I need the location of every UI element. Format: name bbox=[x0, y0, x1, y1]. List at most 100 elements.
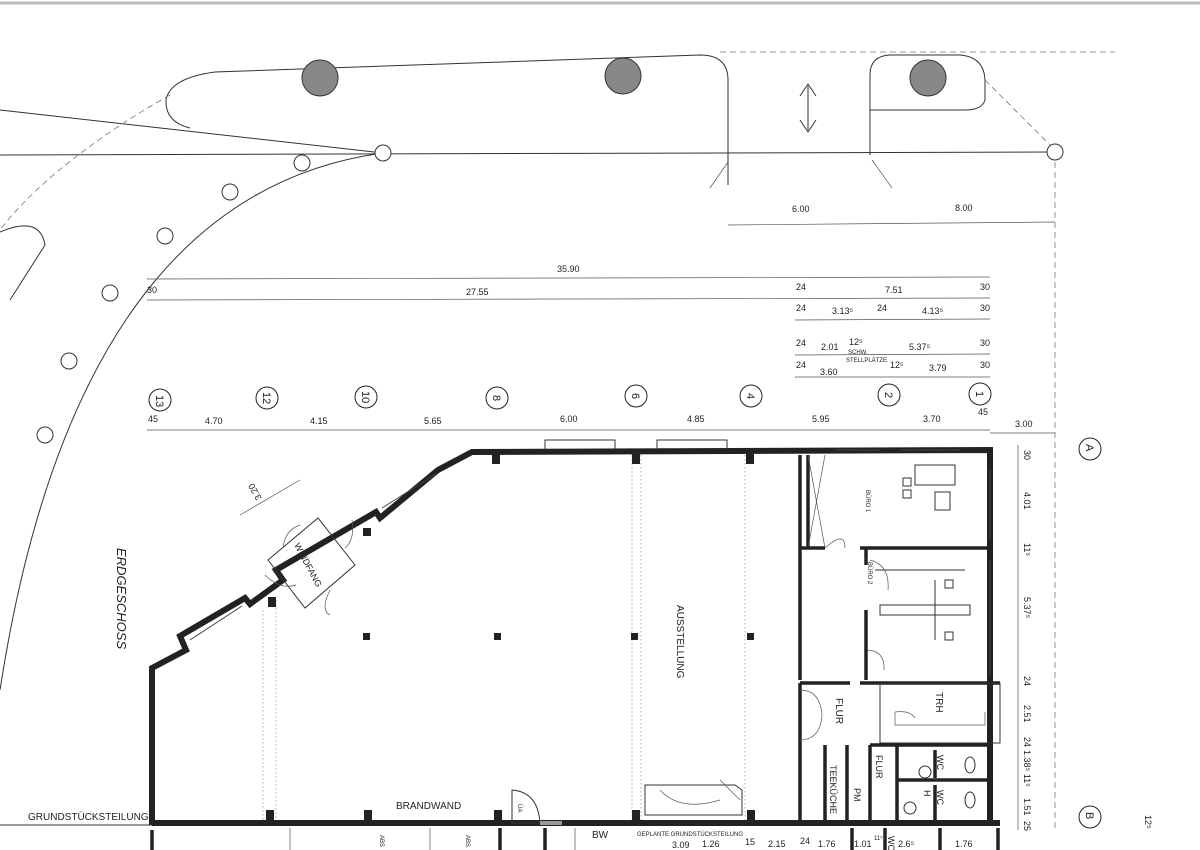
dim-text: 12⁵ bbox=[849, 337, 863, 347]
abs-label: ABS bbox=[378, 835, 384, 847]
bw-label: BW bbox=[592, 830, 609, 841]
dim-text: 24 bbox=[796, 303, 806, 313]
dim-text: 3.13⁵ bbox=[832, 306, 854, 316]
room-label-wc: WC bbox=[935, 755, 945, 770]
axis-marker-13: 13 bbox=[148, 388, 172, 412]
dim-text: 3.20 bbox=[246, 482, 263, 502]
dim-text: 35.90 bbox=[557, 264, 580, 274]
dim-text: 11⁵ bbox=[1022, 543, 1032, 556]
axis-marker-4: 4 bbox=[739, 384, 763, 408]
dim-text: 2.15 bbox=[768, 839, 786, 849]
tree-icon bbox=[909, 59, 947, 97]
firewall-label: BRANDWAND bbox=[396, 801, 461, 812]
dim-text: 3.00 bbox=[1015, 419, 1033, 429]
dim-text: 5.37⁵ bbox=[909, 342, 931, 352]
dim-text: 11⁵ bbox=[874, 835, 883, 842]
svg-text:12: 12 bbox=[260, 392, 272, 404]
parking-island-right bbox=[869, 54, 986, 155]
dim-text: 4.70 bbox=[205, 416, 223, 426]
svg-text:2: 2 bbox=[882, 392, 894, 398]
room-label-kitchenette: TEEKÜCHE bbox=[828, 765, 838, 814]
room-label-office1: BÜRO 1 bbox=[864, 490, 871, 513]
parking-island-left bbox=[165, 54, 729, 185]
tree-icon bbox=[301, 59, 339, 97]
double-arrow-icon bbox=[799, 83, 817, 133]
axis-marker-a: A bbox=[1078, 437, 1102, 461]
axis-marker-2: 2 bbox=[877, 383, 901, 407]
dim-text: 5.65 bbox=[424, 416, 442, 426]
dim-text: 30 bbox=[980, 303, 990, 313]
dim-text: 12⁵ bbox=[1143, 815, 1153, 829]
dim-text: 24 bbox=[877, 303, 887, 313]
labels: ERDGESCHOSS AUSSTELLUNG BÜRO 1 BÜRO 2 FL… bbox=[28, 490, 973, 850]
dim-text: 8.00 bbox=[955, 203, 973, 213]
dim-text: 45 bbox=[978, 407, 988, 417]
planned-division-label: GEPLANTE GRUNDSTÜCKSTEILUNG bbox=[637, 831, 743, 838]
dim-text: 2.6⁵ bbox=[898, 839, 915, 849]
dim-text: 1.76 bbox=[955, 839, 973, 849]
dim-text: 2.01 bbox=[821, 342, 839, 352]
parking-area bbox=[0, 51, 1115, 830]
tree-icon bbox=[604, 57, 642, 95]
dim-text: 1.01 bbox=[854, 839, 872, 849]
axis-marker-b: B bbox=[1078, 805, 1102, 829]
svg-text:6: 6 bbox=[629, 393, 641, 399]
dim-text: 1.76 bbox=[818, 839, 836, 849]
axis-marker-12: 12 bbox=[255, 386, 279, 410]
room-label-office2: BÜRO 2 bbox=[866, 562, 873, 585]
dim-text: 24 bbox=[796, 360, 806, 370]
abs-label: ABS bbox=[464, 835, 470, 847]
room-label-hall: FLUR bbox=[833, 698, 844, 724]
door-note: ÜA bbox=[516, 804, 523, 812]
svg-text:4: 4 bbox=[744, 393, 756, 399]
dim-text: 30 bbox=[1022, 450, 1032, 460]
dim-text: 24 bbox=[796, 338, 806, 348]
dim-text: 30 bbox=[980, 360, 990, 370]
dim-text: WC bbox=[886, 836, 896, 850]
building: 3.20 WINDFANG bbox=[0, 439, 1001, 850]
dim-text: 30 bbox=[980, 338, 990, 348]
parking-note: SCHW. bbox=[848, 350, 868, 356]
room-label-stair: TRH bbox=[933, 692, 944, 713]
dim-text: 4.85 bbox=[687, 414, 705, 424]
property-division-label: GRUNDSTÜCKSTEILUNG bbox=[28, 811, 149, 823]
parking-note: STELLPLÄTZE bbox=[846, 357, 887, 364]
grid-axis-markers: 13 12 10 8 6 4 2 1 A B bbox=[148, 382, 1102, 829]
dim-text: 25 bbox=[1022, 821, 1032, 831]
axis-marker-10: 10 bbox=[354, 385, 378, 409]
dim-text: 24 bbox=[800, 836, 810, 846]
dim-text: 1.26 bbox=[702, 839, 720, 849]
dim-text: 2.51 bbox=[1022, 705, 1032, 723]
svg-text:A: A bbox=[1083, 444, 1095, 452]
room-label-wc: WC bbox=[935, 790, 945, 805]
door-icon bbox=[511, 789, 541, 824]
dim-text: 24 bbox=[796, 282, 806, 292]
dim-text: 30 bbox=[147, 285, 157, 295]
dim-text: 27.55 bbox=[466, 287, 489, 297]
dim-text: 24 bbox=[1022, 737, 1032, 747]
dim-text: 5.37⁵ bbox=[1022, 597, 1032, 619]
axis-marker-1: 1 bbox=[968, 382, 992, 406]
dim-text: 3.79 bbox=[929, 363, 947, 373]
room-label-pm: PM bbox=[852, 788, 862, 802]
vestibule: 3.20 WINDFANG bbox=[239, 479, 356, 616]
svg-text:10: 10 bbox=[359, 391, 371, 403]
dim-text: 4.15 bbox=[310, 416, 328, 426]
axis-marker-8: 8 bbox=[485, 386, 509, 410]
dim-text: 3.60 bbox=[820, 367, 838, 377]
dim-text: 5.95 bbox=[812, 414, 830, 424]
dim-text: 15 bbox=[745, 837, 755, 847]
room-label-h: H bbox=[922, 790, 932, 797]
svg-text:B: B bbox=[1083, 812, 1095, 819]
dim-text: 30 bbox=[980, 282, 990, 292]
svg-text:8: 8 bbox=[490, 395, 502, 401]
svg-text:1: 1 bbox=[973, 391, 985, 397]
dim-text: 6.00 bbox=[792, 204, 810, 214]
svg-text:13: 13 bbox=[153, 395, 165, 407]
dimension-chains: 6.00 8.00 35.90 30 27.55 24 7.51 30 24 3… bbox=[146, 203, 1153, 831]
dim-text: 12⁵ bbox=[890, 360, 904, 370]
dim-text: 4.01 bbox=[1022, 492, 1032, 510]
dim-text: 3.70 bbox=[923, 414, 941, 424]
curve-line bbox=[0, 152, 384, 691]
